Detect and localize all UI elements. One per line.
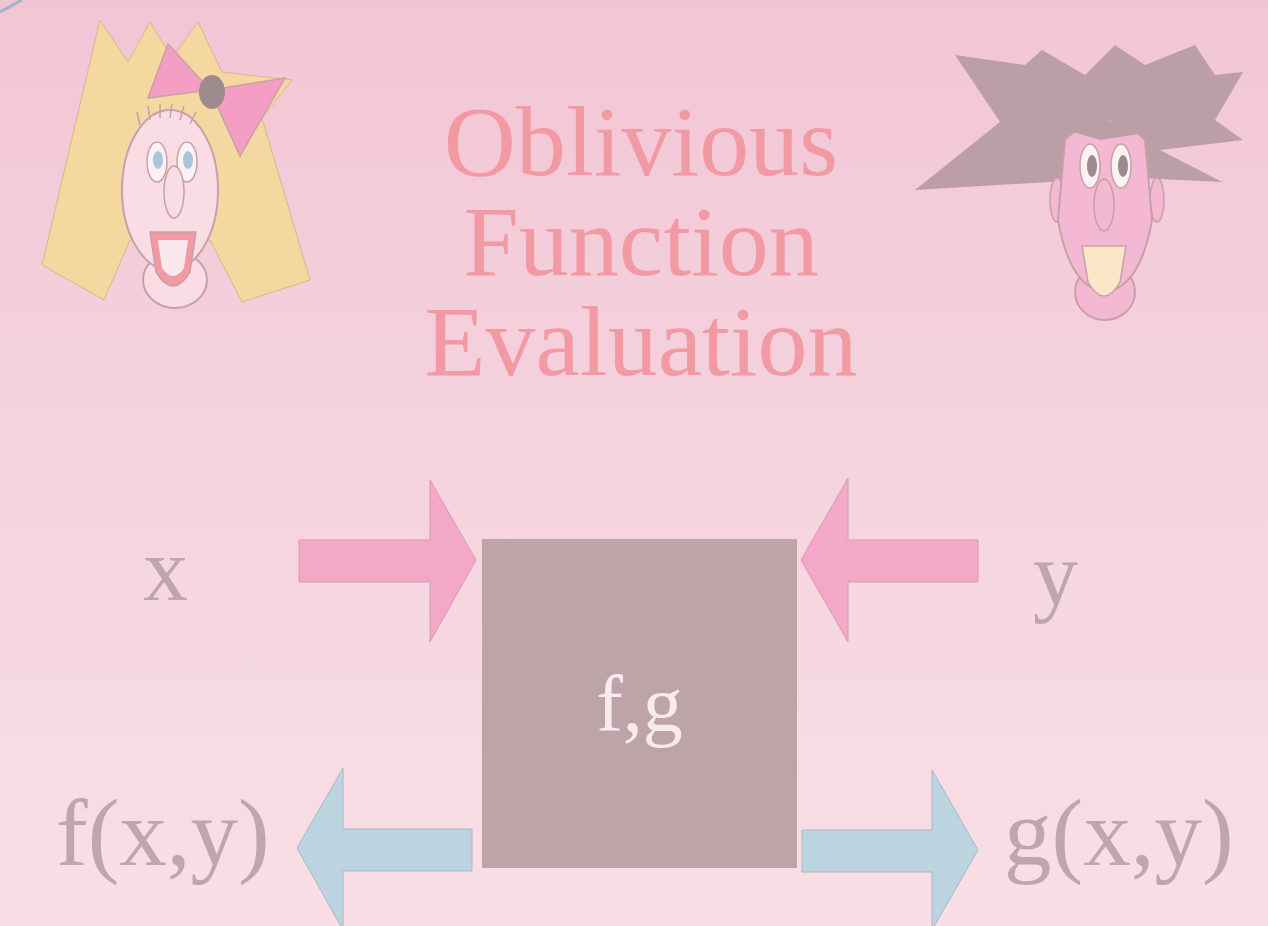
input-label: y: [1033, 530, 1078, 620]
function-name: f,g: [596, 664, 683, 744]
output-arrow: [802, 770, 978, 926]
title: Oblivious Function Evaluation: [411, 92, 871, 392]
corner-stroke: [0, 0, 22, 12]
input-arrow: [801, 478, 978, 642]
output-label: f(x,y): [56, 786, 270, 881]
boy-face: [915, 45, 1243, 320]
input-arrow: [299, 480, 476, 642]
output-arrow: [297, 768, 472, 926]
output-label: g(x,y): [1004, 786, 1234, 881]
input-label: x: [143, 525, 188, 615]
function-box: f,g: [482, 539, 797, 868]
girl-face: [42, 20, 310, 308]
